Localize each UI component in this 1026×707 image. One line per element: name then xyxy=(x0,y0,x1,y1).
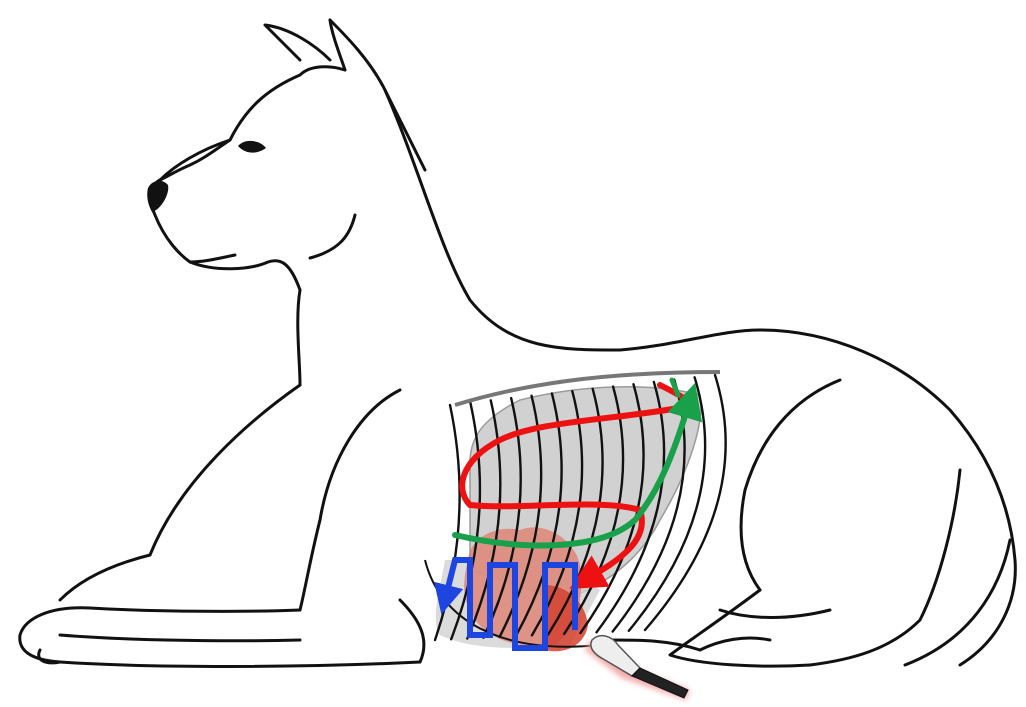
dog-eye xyxy=(238,141,266,153)
ultrasound-probe-icon xyxy=(585,636,690,700)
dog-nose xyxy=(147,181,168,212)
